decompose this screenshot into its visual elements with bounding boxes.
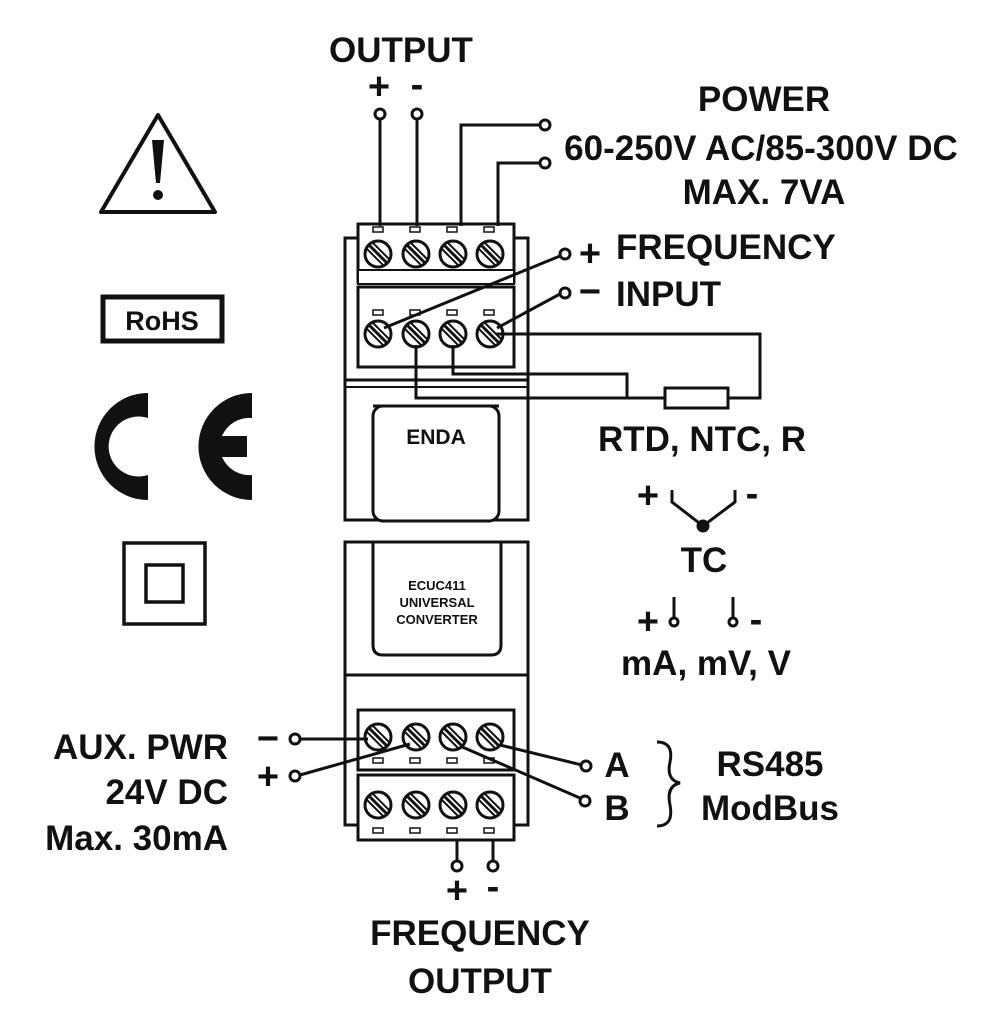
ma-label: mA, mV, V <box>621 644 792 683</box>
output-plus-sign: + <box>368 66 390 108</box>
frequency-output-wires <box>450 840 500 873</box>
model-line-2: UNIVERSAL <box>399 595 474 610</box>
aux-line-2: 24V DC <box>105 773 228 812</box>
freq-output-line-1: FREQUENCY <box>370 914 590 953</box>
aux-minus-sign: − <box>257 718 279 760</box>
rs485-wires <box>459 740 681 828</box>
freq-input-line-1: FREQUENCY <box>616 228 836 267</box>
terminal-block-top-2 <box>356 285 516 369</box>
power-wires <box>459 118 552 226</box>
freq-input-line-2: INPUT <box>616 275 721 314</box>
tc-plus-sign: + <box>637 475 659 517</box>
tc-minus-sign: - <box>746 473 759 515</box>
freq-input-minus-sign: − <box>579 271 601 313</box>
freq-output-minus-sign: - <box>487 866 500 908</box>
output-title: OUTPUT <box>329 31 473 70</box>
aux-plus-sign: + <box>257 756 279 798</box>
model-line-1: ECUC411 <box>408 578 466 593</box>
output-wires <box>373 107 424 226</box>
power-range: 60-250V AC/85-300V DC <box>564 129 958 168</box>
terminal-block-bottom-2 <box>356 773 516 842</box>
ce-mark <box>94 392 252 501</box>
double-insulation-icon <box>122 541 207 626</box>
aux-power-wires <box>288 732 411 783</box>
model-line-3: CONVERTER <box>396 612 478 627</box>
terminal-block-top-1 <box>356 222 516 285</box>
rs485-title: RS485 <box>716 745 823 784</box>
warning-icon <box>99 113 217 214</box>
aux-line-1: AUX. PWR <box>53 728 228 767</box>
rohs-text: RoHS <box>125 306 199 336</box>
brand-label: ENDA <box>406 426 466 449</box>
rs485-sub: ModBus <box>701 789 839 828</box>
rs485-a-label: A <box>604 746 629 785</box>
aux-line-3: Max. 30mA <box>45 819 228 858</box>
freq-input-plus-sign: + <box>579 233 601 275</box>
ma-plus-sign: + <box>637 601 659 643</box>
power-max: MAX. 7VA <box>683 173 846 212</box>
thermocouple-symbol <box>670 490 737 533</box>
analog-input-terminals <box>668 597 739 628</box>
freq-output-plus-sign: + <box>446 870 468 912</box>
resistor-symbol <box>663 386 730 410</box>
rtd-label: RTD, NTC, R <box>598 420 806 459</box>
frequency-input-wires <box>383 247 572 330</box>
freq-output-line-2: OUTPUT <box>408 962 552 1001</box>
power-title: POWER <box>698 80 830 119</box>
ma-minus-sign: - <box>750 599 763 641</box>
rohs-mark: RoHS <box>100 294 225 344</box>
output-minus-sign: - <box>411 64 424 106</box>
tc-label: TC <box>681 541 728 580</box>
terminal-block-bottom-1 <box>356 708 516 772</box>
rs485-b-label: B <box>604 789 629 828</box>
rtd-wires <box>414 332 762 410</box>
